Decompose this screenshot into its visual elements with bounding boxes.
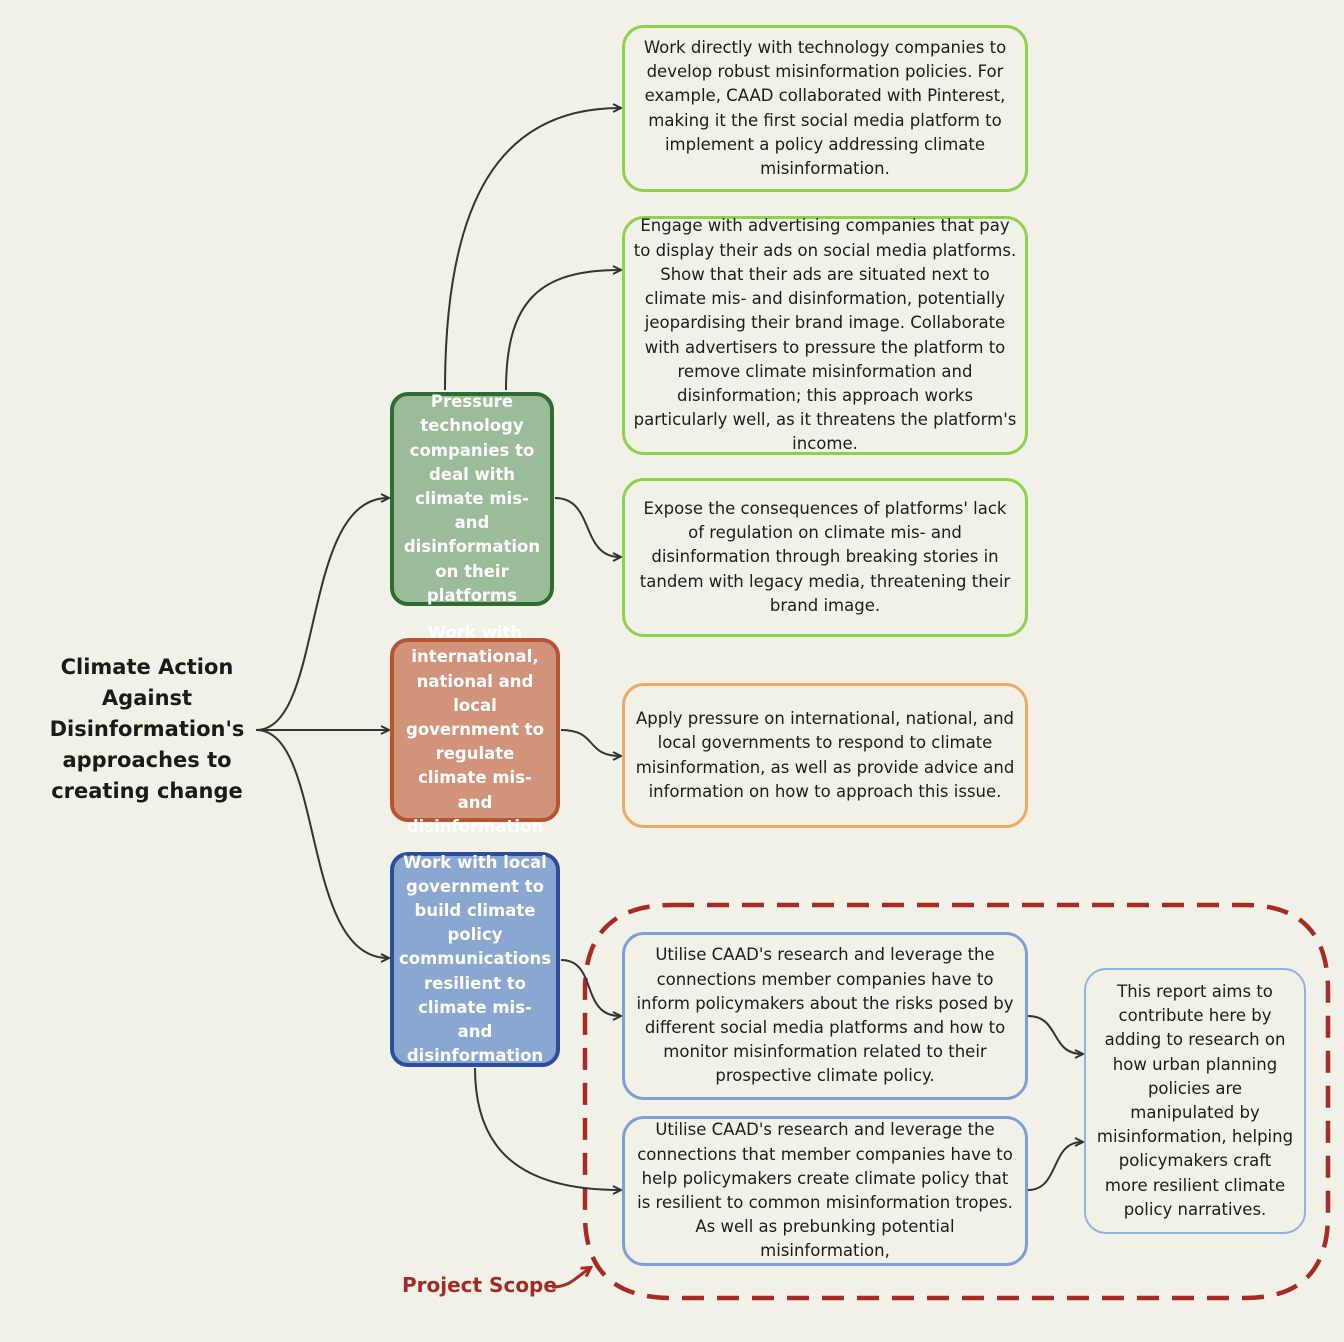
action-expose-consequences: Expose the consequences of platforms' la…	[622, 478, 1028, 637]
approach-local-government-comms: Work with local government to build clim…	[390, 852, 560, 1067]
connector-root-to-local-government	[255, 729, 388, 958]
connector-pressure-to-expose	[554, 497, 620, 557]
project-scope-boundary	[582, 902, 1331, 1301]
action-inform-policymakers: Utilise CAAD's research and leverage the…	[622, 932, 1028, 1100]
connector-pressure-to-work-directly	[444, 108, 620, 391]
approach-government-regulation: Work with international, national and lo…	[390, 623, 560, 836]
connector-government-to-apply-pressure	[560, 729, 620, 756]
connector-pressure-to-advertisers	[505, 270, 620, 391]
connector-scope-label-pointer	[551, 1268, 590, 1289]
connector-local-to-create-policy	[474, 1067, 620, 1190]
connector-local-to-inform	[560, 959, 620, 1016]
connector-inform-to-report	[1027, 1015, 1082, 1054]
connector-root-to-pressure-tech	[255, 498, 388, 731]
project-scope-label: Project Scope	[402, 1273, 557, 1297]
report-aim: This report aims to contribute here by a…	[1084, 968, 1306, 1234]
action-create-resilient-policy: Utilise CAAD's research and leverage the…	[622, 1116, 1028, 1266]
action-apply-pressure: Apply pressure on international, nationa…	[622, 683, 1028, 828]
action-work-directly: Work directly with technology companies …	[622, 25, 1028, 192]
approach-pressure-tech: Pressure technology companies to deal wi…	[390, 392, 554, 606]
root-title: Climate Action Against Disinformation's …	[49, 655, 245, 803]
action-advertisers: Engage with advertising companies that p…	[622, 216, 1028, 455]
connector-create-policy-to-report	[1027, 1142, 1082, 1191]
